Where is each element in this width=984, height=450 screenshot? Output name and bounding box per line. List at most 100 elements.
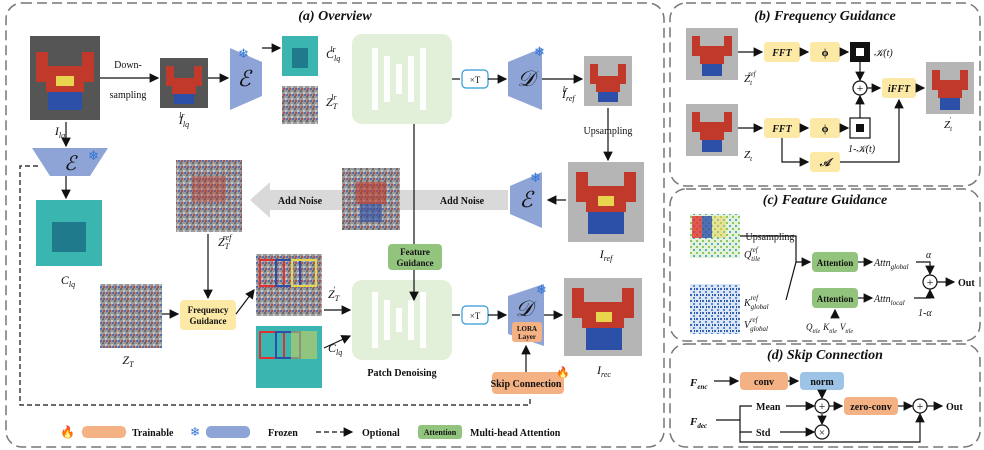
encoder-top (230, 48, 262, 110)
svg-text:Ztref: Ztref (744, 70, 757, 87)
overview-panel (5, 2, 665, 448)
svg-text:𝒟: 𝒟 (517, 66, 539, 91)
svg-text:Zt: Zt (744, 149, 753, 163)
i-lq-label: I (54, 124, 60, 138)
svg-text:norm: norm (810, 377, 834, 388)
norm-box (800, 372, 844, 390)
svg-text:×T: ×T (470, 311, 481, 321)
svg-text:❄: ❄ (530, 170, 541, 185)
svg-text:Zt′: Zt′ (944, 116, 953, 133)
svg-text:zero-conv: zero-conv (850, 402, 891, 413)
svg-text:1-𝒦(t): 1-𝒦(t) (848, 144, 876, 155)
amplitude-box (810, 152, 840, 172)
lq-image (30, 36, 100, 120)
svg-text:Clq: Clq (61, 273, 75, 289)
overview-title: (a) Overview (298, 9, 372, 24)
svg-text:LORA: LORA (517, 325, 537, 333)
svg-text:Out: Out (946, 402, 963, 413)
i-rec-image (564, 278, 642, 356)
svg-text:ℰ: ℰ (237, 66, 253, 91)
svg-text:FFT: FFT (771, 124, 792, 135)
legend-fire-icon: 🔥 (60, 425, 75, 439)
svg-text:1-α: 1-α (918, 308, 932, 319)
svg-text:+: + (819, 399, 826, 413)
upsampling-label: Upsampling (584, 126, 633, 137)
svg-text:Attnglobal: Attnglobal (873, 258, 909, 271)
svg-text:Std: Std (756, 428, 771, 439)
conv-box (740, 372, 788, 390)
lq-lr-image (160, 58, 208, 108)
add-noise-label-1: Add Noise (278, 196, 323, 207)
svg-text:Iref: Iref (599, 247, 614, 263)
downsampling-label-1: Down- (114, 60, 142, 71)
svg-text:ZT′: ZT′ (328, 285, 340, 303)
legend-optional: Optional (362, 428, 400, 439)
svg-text:Attention: Attention (817, 294, 854, 304)
i-lq-sub: lq (59, 131, 65, 140)
svg-text:𝒟: 𝒟 (515, 296, 537, 321)
svg-text:Clq: Clq (328, 341, 342, 357)
svg-text:Fenc: Fenc (689, 377, 707, 391)
svg-text:Ilq: Ilq (54, 124, 65, 140)
svg-text:Attention: Attention (817, 258, 854, 268)
svg-text:ZT: ZT (122, 353, 134, 369)
trainable-icon: 🔥 (556, 366, 570, 379)
svg-text:ϕ: ϕ (822, 47, 829, 59)
svg-text:Kglobalref: Kglobalref (743, 294, 769, 311)
svg-text:Guidance: Guidance (189, 316, 226, 326)
legend-frozen: Frozen (268, 428, 298, 439)
svg-text:❄: ❄ (536, 282, 547, 297)
freq-out-image (926, 62, 974, 114)
legend: 🔥 Trainable ❄ Frozen Optional Attention … (60, 425, 561, 439)
skip-panel (669, 343, 981, 448)
ifft-box (882, 78, 916, 98)
attention-box-global (812, 252, 858, 272)
svg-text:Feature: Feature (400, 247, 430, 257)
attention-box-local (812, 288, 858, 308)
feature-title: (c) Feature Guidance (763, 193, 887, 208)
frequency-title: (b) Frequency Guidance (754, 9, 896, 24)
loop-icon-top: ×T (461, 69, 489, 89)
decoder-top (508, 48, 542, 110)
fft-box-1 (764, 42, 800, 62)
freq-zt-image (686, 104, 738, 156)
upsampling-feature-label: Upsampling (746, 232, 795, 243)
svg-text:Guidance: Guidance (396, 258, 433, 268)
skip-title: (d) Skip Connection (767, 348, 883, 363)
svg-text:ZTref: ZTref (218, 233, 233, 251)
svg-text:conv: conv (754, 377, 774, 388)
encoder-mid (510, 172, 542, 228)
svg-text:+: + (857, 81, 864, 95)
zero-conv-box (844, 397, 898, 415)
svg-text:❄: ❄ (534, 44, 545, 59)
feature-guidance-box (388, 244, 442, 270)
svg-text:𝒦(t): 𝒦(t) (874, 48, 893, 59)
patch-denoising-label: Patch Denoising (367, 368, 436, 379)
svg-text:Irec: Irec (596, 363, 611, 379)
legend-trainable: Trainable (132, 428, 174, 439)
svg-text:Ireflr: Ireflr (561, 85, 576, 103)
frozen-icon: ❄ (238, 46, 249, 61)
encoder-left (32, 148, 108, 176)
svg-text:Ilqlr: Ilqlr (178, 111, 189, 129)
z-t-lr-noise (282, 86, 318, 124)
add-noise-label-2: Add Noise (440, 196, 485, 207)
svg-text:FFT: FFT (771, 48, 792, 59)
skip-connection-box (492, 372, 564, 394)
svg-text:×T: ×T (470, 75, 481, 85)
i-ref-lr-image (584, 56, 632, 106)
frequency-guidance-box (180, 300, 236, 330)
downsampling-label-2: sampling (110, 90, 147, 101)
svg-text:Fdec: Fdec (689, 416, 707, 430)
feature-panel (669, 188, 981, 342)
svg-text:α: α (926, 250, 932, 261)
kv-global-ref-image (690, 284, 740, 334)
svg-text:Clqlr: Clqlr (326, 45, 340, 63)
svg-text:+: + (927, 275, 934, 289)
svg-text:iFFT: iFFT (888, 84, 911, 95)
svg-text:Attnlocal: Attnlocal (873, 294, 905, 307)
svg-text:Out: Out (958, 278, 975, 289)
svg-text:ℰ: ℰ (64, 153, 78, 175)
